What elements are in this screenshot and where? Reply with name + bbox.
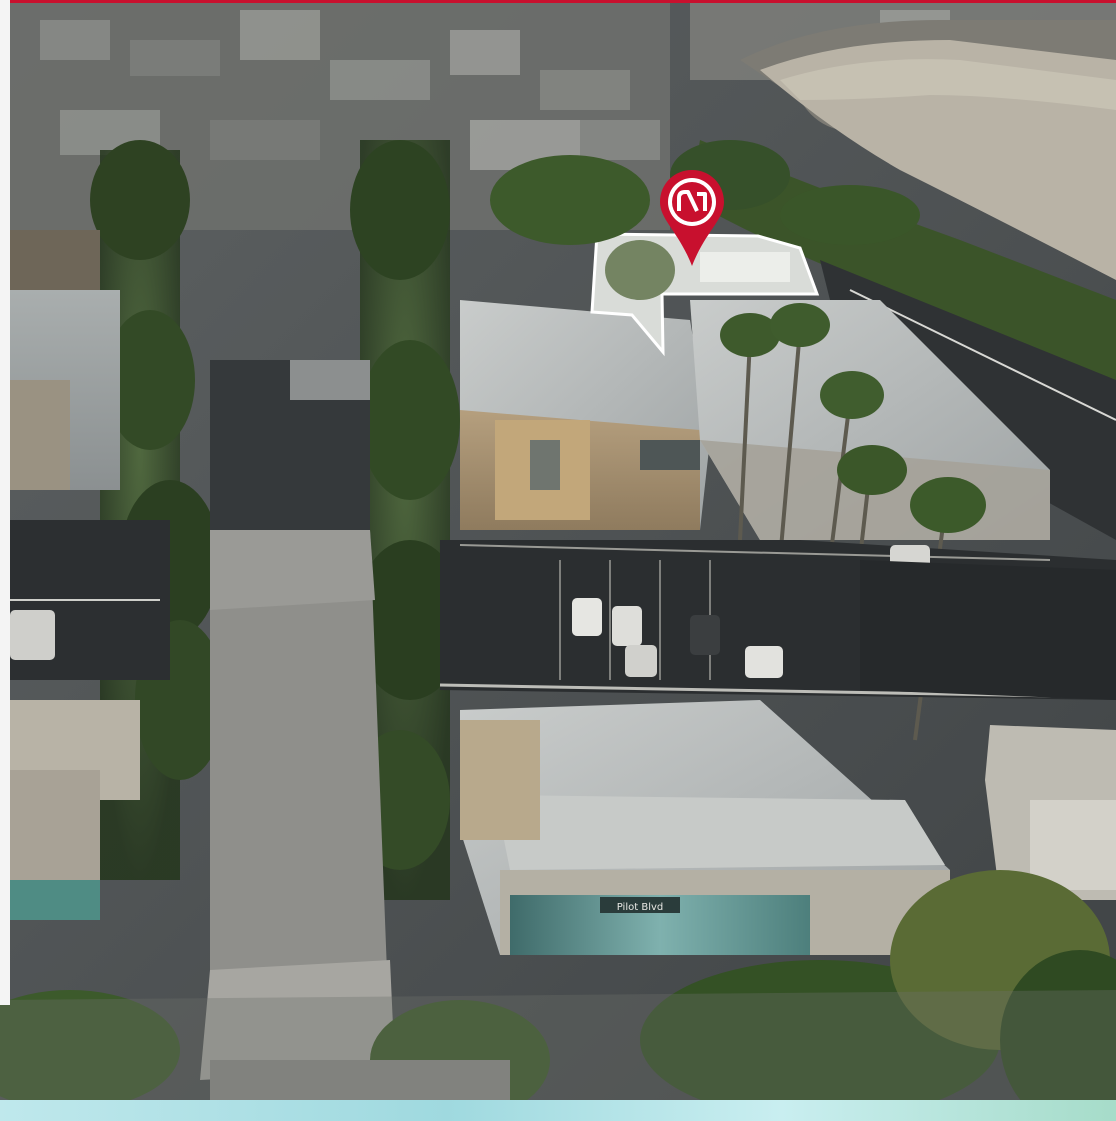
bottom-band (0, 1100, 1116, 1121)
brand-logo-icon (677, 190, 707, 212)
storefront-sign: Pilot Blvd (617, 902, 664, 913)
left-margin (0, 0, 10, 1005)
top-accent-rule (0, 0, 1116, 3)
left-buildings (10, 230, 170, 920)
office-building-center (460, 300, 710, 530)
map-pin-icon (657, 168, 727, 268)
foreground-trees (0, 870, 1116, 1121)
front-building: Pilot Blvd (460, 700, 950, 955)
highlighted-parcel (590, 232, 820, 357)
